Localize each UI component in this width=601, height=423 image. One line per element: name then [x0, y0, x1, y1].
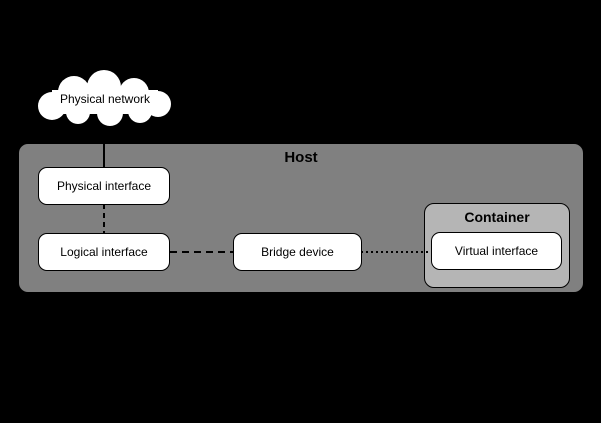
- physical-interface-node: Physical interface: [38, 167, 170, 205]
- physical-network-cloud: Physical network: [37, 70, 172, 126]
- virtual-interface-node: Virtual interface: [431, 232, 562, 270]
- logical-interface-label: Logical interface: [60, 245, 148, 259]
- virtual-interface-label: Virtual interface: [454, 244, 539, 258]
- cloud-shape-fill: [38, 70, 171, 126]
- physical-interface-label: Physical interface: [56, 179, 152, 193]
- physical-network-label: Physical network: [60, 92, 151, 106]
- container-label: Container: [464, 209, 530, 225]
- logical-interface-node: Logical interface: [38, 233, 170, 271]
- bridge-device-node: Bridge device: [233, 233, 362, 271]
- host-label: Host: [284, 149, 318, 166]
- bridge-device-label: Bridge device: [261, 245, 334, 259]
